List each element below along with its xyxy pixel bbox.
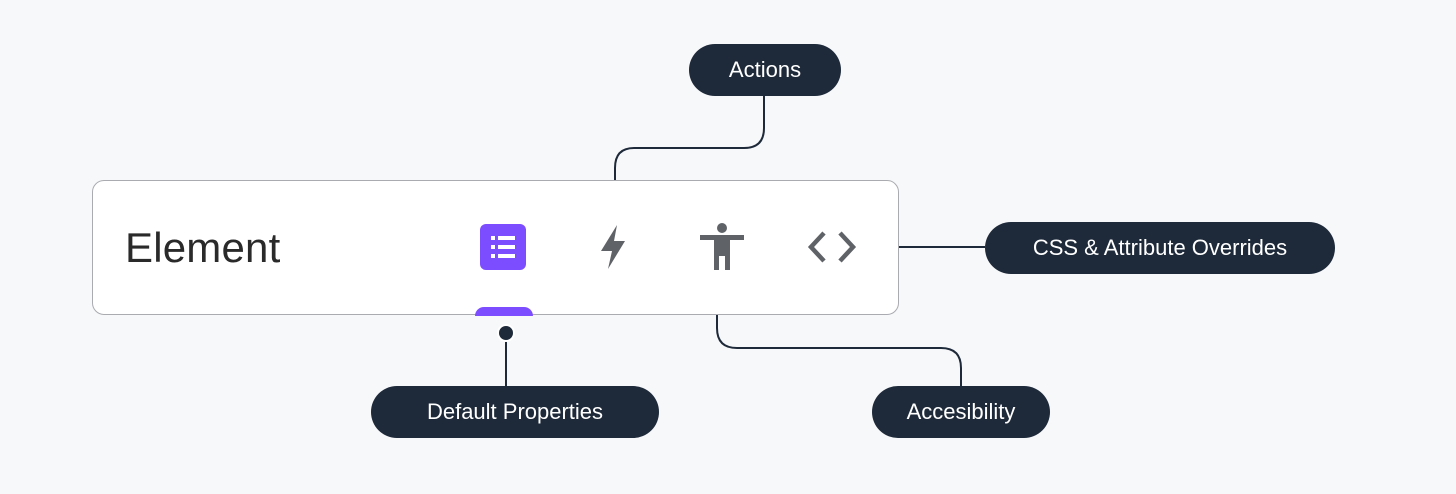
- callout-accessibility: Accesibility: [872, 386, 1050, 438]
- actions-connector: [614, 96, 765, 198]
- callout-default-properties: Default Properties: [371, 386, 659, 438]
- tab-css-attribute-overrides[interactable]: [804, 219, 860, 275]
- callout-actions: Actions: [689, 44, 841, 96]
- lightning-bolt-icon: [601, 225, 625, 269]
- active-tab-indicator: [475, 307, 533, 316]
- default-connector-dot: [497, 324, 515, 342]
- callout-css-overrides: CSS & Attribute Overrides: [985, 222, 1335, 274]
- accessibility-person-icon: [700, 223, 744, 270]
- tab-actions[interactable]: [585, 219, 641, 275]
- a11y-connector: [716, 296, 962, 386]
- tab-accessibility[interactable]: [694, 219, 750, 275]
- element-panel: Element: [92, 180, 899, 316]
- code-brackets-icon: [807, 231, 857, 263]
- panel-title: Element: [125, 224, 281, 271]
- list-icon: [480, 224, 526, 270]
- tab-default-properties[interactable]: [475, 219, 531, 275]
